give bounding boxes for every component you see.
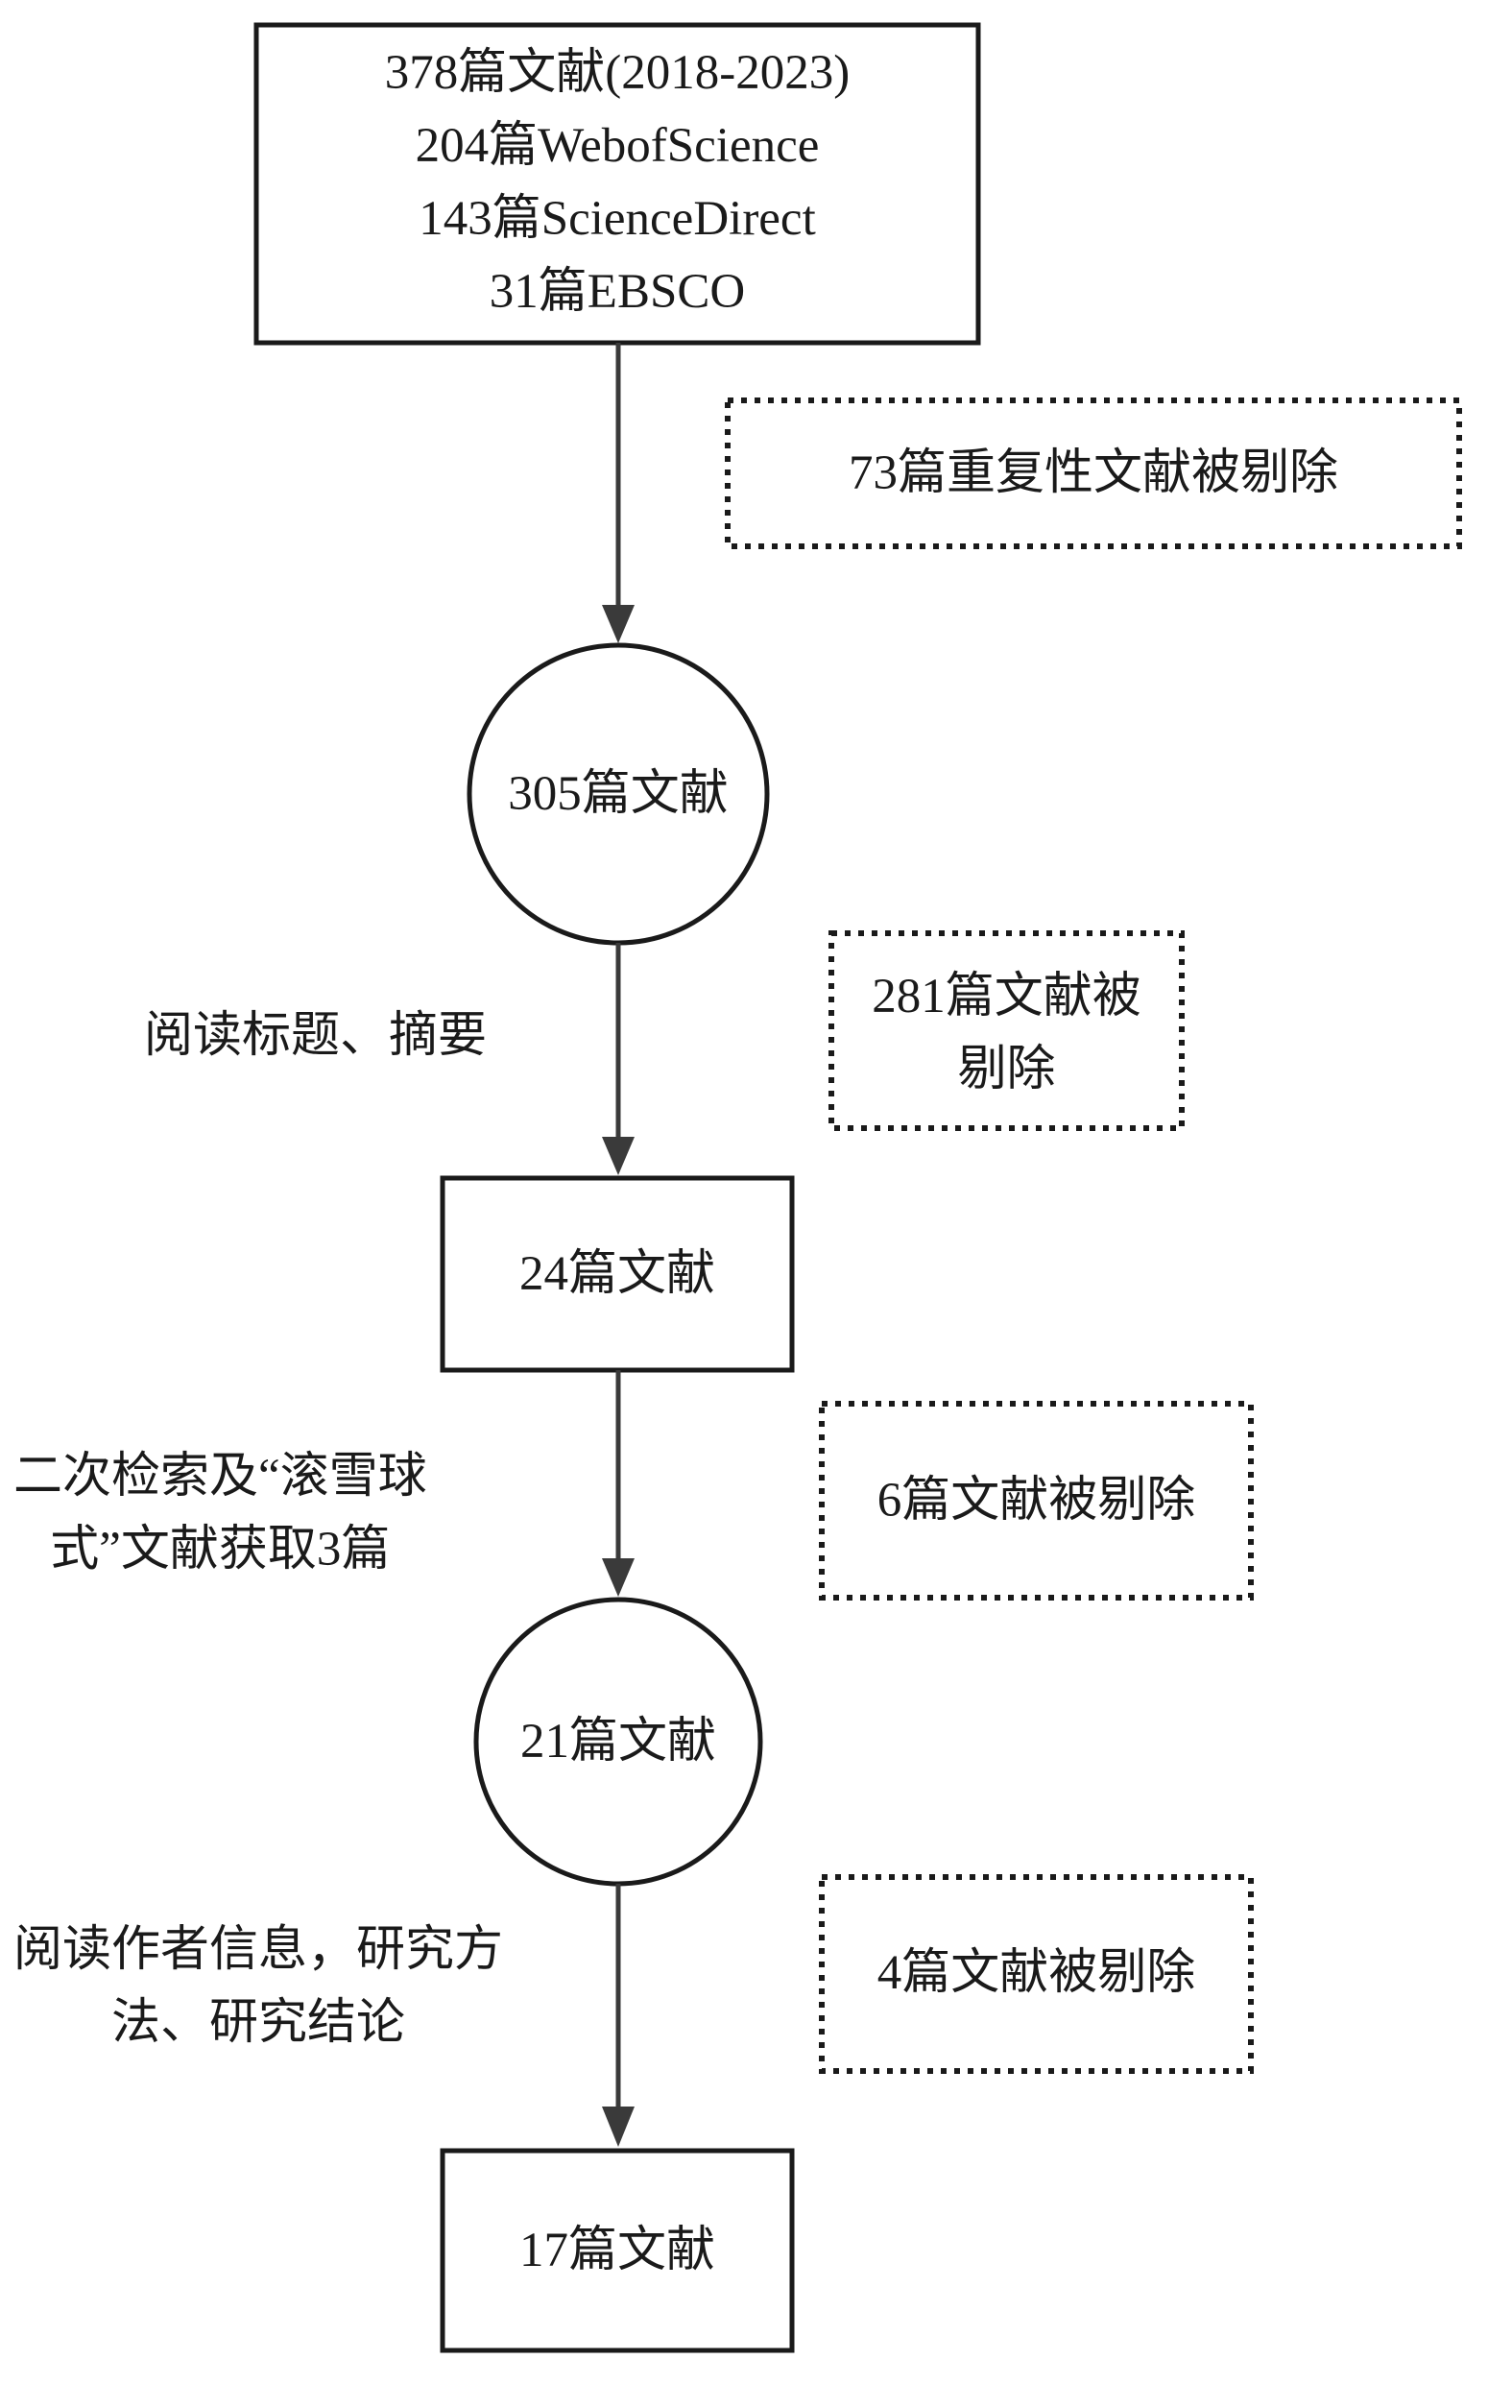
after-screen-label: 24篇文献 bbox=[518, 1247, 715, 1301]
step-read-author-line-1: 阅读作者信息，研究方 bbox=[13, 1923, 504, 1977]
step-read-title-text: 阅读标题、摘要 bbox=[144, 999, 487, 1072]
step-second-search-text: 二次检索及“滚雪球 式”文献获取3篇 bbox=[13, 1440, 427, 1586]
final-box bbox=[440, 2148, 795, 2353]
start-line-1: 378篇文献(2018-2023) bbox=[384, 46, 851, 100]
step-read-title-line-1: 阅读标题、摘要 bbox=[144, 1009, 488, 1063]
start-node-text: 378篇文献(2018-2023) 204篇WebofScience 143篇S… bbox=[256, 36, 978, 328]
excluded-second-text: 6篇文献被剔除 bbox=[822, 1464, 1251, 1537]
arrow-4-head bbox=[602, 2107, 635, 2147]
step-second-search-line-1: 二次检索及“滚雪球 bbox=[13, 1450, 427, 1504]
excluded-second-box bbox=[819, 1401, 1254, 1601]
excluded-second-line-1: 6篇文献被剔除 bbox=[876, 1474, 1196, 1528]
arrow-1-head bbox=[602, 605, 635, 643]
arrow-2-head bbox=[602, 1137, 635, 1175]
start-line-4: 31篇EBSCO bbox=[489, 265, 746, 319]
excluded-duplicates-text: 73篇重复性文献被剔除 bbox=[728, 437, 1459, 510]
final-label: 17篇文献 bbox=[518, 2224, 715, 2277]
excluded-title-abstract-box bbox=[828, 930, 1185, 1131]
after-search-label: 21篇文献 bbox=[519, 1715, 716, 1769]
excluded-title-abstract-line-2: 剔除 bbox=[957, 1043, 1056, 1096]
excluded-title-abstract-text: 281篇文献被 剔除 bbox=[831, 960, 1182, 1106]
excluded-title-abstract-line-1: 281篇文献被 bbox=[872, 970, 1141, 1023]
excluded-third-text: 4篇文献被剔除 bbox=[822, 1937, 1251, 2010]
step-read-author-line-2: 法、研究结论 bbox=[111, 1996, 406, 2050]
step-second-search-line-2: 式”文献获取3篇 bbox=[50, 1523, 391, 1577]
step-read-author-text: 阅读作者信息，研究方 法、研究结论 bbox=[13, 1914, 503, 2059]
start-line-2: 204篇WebofScience bbox=[415, 119, 820, 173]
excluded-third-box bbox=[819, 1874, 1254, 2074]
start-line-3: 143篇ScienceDirect bbox=[419, 192, 816, 246]
after-dedup-label: 305篇文献 bbox=[508, 767, 729, 821]
excluded-third-line-1: 4篇文献被剔除 bbox=[876, 1946, 1196, 2000]
arrow-3-head bbox=[602, 1558, 635, 1597]
excluded-duplicates-box bbox=[725, 397, 1462, 549]
excluded-duplicates-line-1: 73篇重复性文献被剔除 bbox=[848, 446, 1338, 500]
